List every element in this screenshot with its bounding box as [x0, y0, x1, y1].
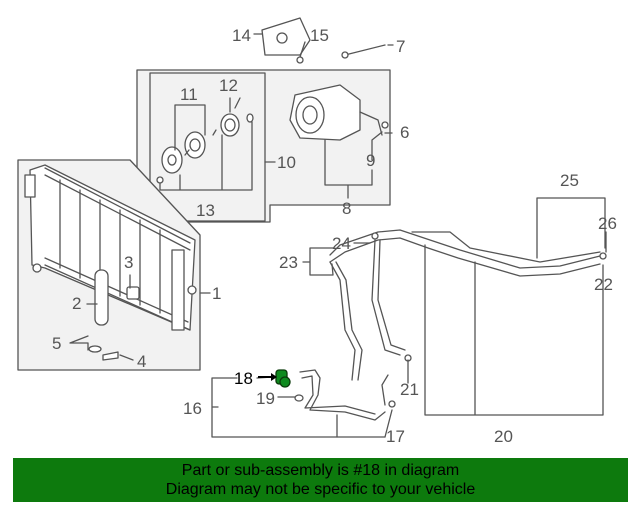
callout-17: 17	[386, 427, 405, 446]
compressor-bracket	[261, 17, 311, 56]
callout-15: 15	[310, 26, 329, 45]
callout-18: 18	[234, 369, 253, 388]
refrigerant-lines	[299, 229, 607, 421]
callout-7: 7	[396, 37, 405, 56]
callout-5: 5	[52, 334, 61, 353]
receiver-drier	[94, 269, 109, 326]
callout-8: 8	[342, 199, 351, 218]
plate	[102, 351, 119, 361]
drier-cap	[126, 286, 140, 300]
callout-3: 3	[124, 253, 133, 272]
callout-16: 16	[183, 399, 202, 418]
callout-6: 6	[400, 123, 409, 142]
callout-1: 1	[212, 284, 221, 303]
callout-10: 10	[277, 153, 296, 172]
callout-11: 11	[180, 85, 198, 104]
o-ring	[88, 345, 102, 353]
callout-23: 23	[279, 253, 298, 272]
callout-25: 25	[560, 171, 579, 190]
callout-9: 9	[366, 151, 375, 170]
callout-4: 4	[137, 352, 146, 371]
callout-12: 12	[219, 76, 238, 95]
banner-line-2: Diagram may not be specific to your vehi…	[165, 481, 476, 498]
callout-21: 21	[400, 380, 419, 399]
small-o-ring	[294, 394, 304, 402]
info-banner: Part or sub-assembly is #18 in diagram D…	[13, 458, 628, 502]
callout-19: 19	[256, 389, 275, 408]
callout-20: 20	[494, 427, 513, 446]
clutch-parts	[156, 97, 254, 184]
clutch-assembly-box	[149, 72, 266, 222]
callout-13: 13	[196, 201, 215, 220]
callout-26: 26	[598, 214, 617, 233]
banner-line-1: Part or sub-assembly is #18 in diagram	[181, 462, 460, 479]
compressor	[289, 84, 389, 141]
mounting-bolt	[344, 44, 386, 56]
callout-2: 2	[72, 294, 81, 313]
callout-22: 22	[594, 275, 613, 294]
callout-14: 14	[232, 26, 251, 45]
parts-diagram: 1 2 3 4 5 6 7 8 9 10 11 12 13 14 15 16 1…	[17, 17, 617, 446]
callout-24: 24	[332, 234, 351, 253]
condenser	[24, 164, 197, 331]
pressure-switch-part	[275, 369, 291, 388]
